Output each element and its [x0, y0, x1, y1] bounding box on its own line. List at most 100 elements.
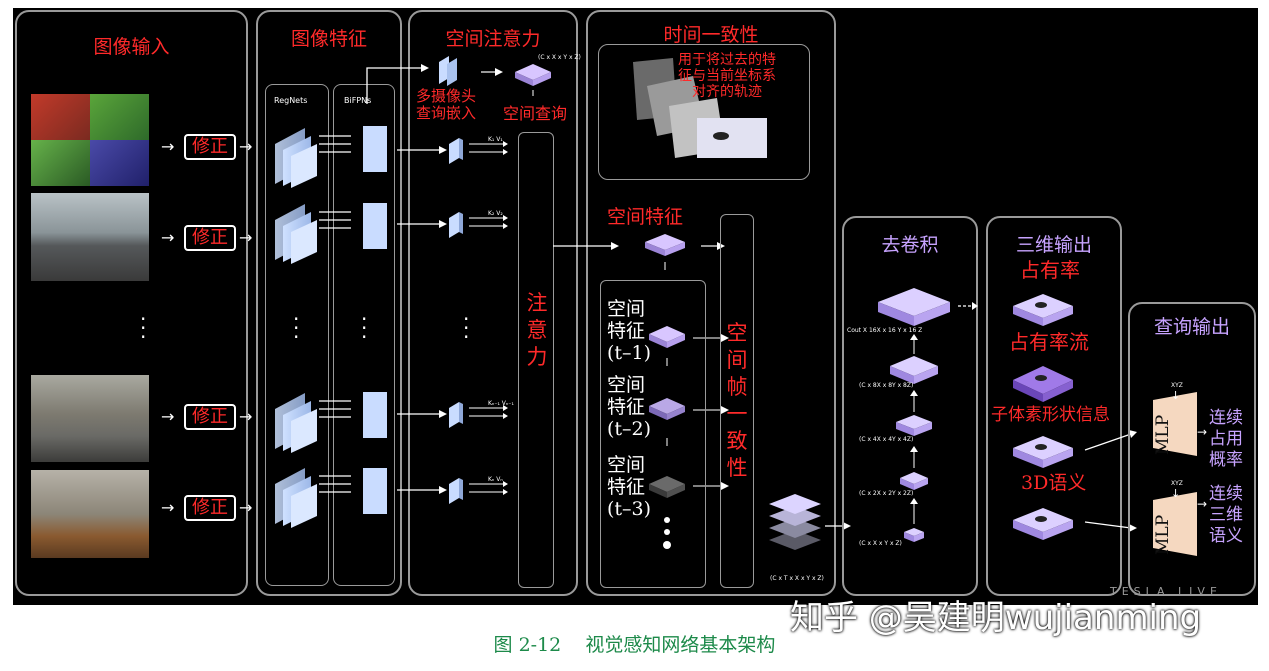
panel-image-features: 图像特征 — [256, 10, 402, 596]
output-volume-occupancy — [1013, 294, 1073, 326]
frame-consistency-column — [720, 214, 754, 588]
panel-title-spatial-attention: 空间注意力 — [445, 28, 541, 50]
kv-label: Kₙ Vₙ — [488, 476, 503, 483]
arrow-right-icon: → — [161, 137, 175, 156]
deconv-volume — [900, 472, 928, 490]
bifpn-block — [363, 126, 387, 172]
history-label-t1: 空间 特征 (t–1) — [607, 298, 651, 364]
key-value-block-icon — [449, 138, 459, 164]
regnet-column — [265, 84, 329, 586]
occupancy-label: 占有率 — [1020, 258, 1080, 282]
bifpn-block — [363, 203, 387, 249]
frame-consistency-char: 空 — [726, 321, 748, 345]
spatial-feature-label: 空间特征 — [607, 206, 684, 228]
ellipsis-dots: ··· — [361, 307, 368, 349]
attention-graphics — [366, 56, 551, 504]
attention-char: 注 — [526, 291, 548, 315]
panel-title-image-input: 图像输入 — [93, 36, 170, 58]
attention-char: 力 — [526, 345, 548, 369]
rectify-box: 修正 — [184, 225, 236, 251]
panel-title-image-features: 图像特征 — [290, 28, 367, 50]
output-volume-subvoxel — [1013, 436, 1073, 468]
camera-image-street-bus — [31, 193, 149, 281]
panel-query-output: 查询输出 — [1128, 302, 1256, 596]
deconv-volume — [896, 415, 932, 436]
frame-consistency-char: 性 — [726, 456, 748, 480]
arrow-right-icon: → — [161, 228, 175, 247]
deconv-dims-label: Cout X 16X x 16 Y x 16 Z — [847, 327, 923, 334]
panel-title-temporal-consistency: 时间一致性 — [663, 24, 759, 46]
regnet-block — [275, 468, 317, 528]
arrow-right-icon: → — [1197, 497, 1208, 511]
continuous-occupancy-label: 连续 占用 概率 — [1209, 408, 1243, 470]
history-label-t2: 空间 特征 (t–2) — [607, 374, 651, 440]
key-value-block-icon — [449, 402, 459, 428]
key-value-block-icon — [449, 212, 459, 238]
ellipsis-dots: ··· — [140, 307, 147, 349]
history-line: 特征 — [607, 320, 646, 342]
figure-caption: 图 2-12 视觉感知网络基本架构 — [493, 634, 776, 656]
subvoxel-shape-label: 子体素形状信息 — [991, 405, 1110, 425]
mlp-block — [1153, 392, 1197, 456]
regnet-block — [275, 128, 317, 188]
attention-column — [518, 132, 554, 588]
stack-dims-label: (C x T x X x Y x Z) — [770, 575, 824, 582]
deconv-dims-label: (C x 2X x 2Y x 2Z) — [859, 490, 914, 497]
camera-image-street-crossing — [31, 375, 149, 462]
xyz-label: XYZ — [1171, 480, 1183, 487]
arrow-right-icon: → — [161, 498, 175, 517]
history-line: (t–2) — [607, 418, 652, 440]
deconv-volume — [890, 356, 938, 384]
bifpn-column — [333, 84, 395, 586]
arrow-down-icon: ↓ — [1171, 389, 1181, 402]
frame-consistency-char: 一 — [726, 402, 748, 426]
regnet-block — [275, 393, 317, 453]
frame-consistency-char: 致 — [726, 429, 748, 453]
continuous-semantics-label: 连续 三维 语义 — [1209, 484, 1243, 546]
query-dims-label: (C x X x Y x Z) — [538, 54, 581, 61]
deconv-volume — [904, 528, 924, 542]
deconv-dims-label: (C x X x Y x Z) — [859, 540, 902, 547]
output-volume-semantics — [1013, 508, 1073, 540]
kv-label: Kₙ₋₁ Vₙ₋₁ — [488, 400, 514, 407]
spatial-query-label: 空间查询 — [503, 104, 568, 123]
regnet-label: RegNets — [274, 96, 308, 105]
watermark: 知乎 @吴建明wujianming — [790, 598, 1202, 638]
mlp-block — [1153, 492, 1197, 556]
frame-consistency-char: 间 — [726, 348, 748, 372]
frame-consistency-char: 帧 — [726, 375, 748, 399]
kv-label: K₂ V₂ — [488, 210, 503, 217]
history-subpanel — [600, 280, 706, 588]
attention-vertical-label: 注 意 力 — [524, 290, 550, 371]
diagram-canvas: 图像输入 ··· → 修正 → → 修正 → → 修正 → → 修正 → 图像特… — [13, 8, 1258, 605]
mlp-label: MLP — [1153, 514, 1173, 555]
history-line: 特征 — [607, 396, 646, 418]
arrow-right-icon: → — [1197, 425, 1208, 439]
semantics-3d-label: 3D语义 — [1021, 472, 1087, 494]
arrow-down-icon: ↓ — [1171, 487, 1181, 500]
attention-char: 意 — [526, 318, 548, 342]
history-line: 空间 — [607, 298, 646, 320]
mlp-trapezoids — [1153, 392, 1197, 556]
output-volume-flow — [1013, 366, 1073, 402]
ellipsis-dots: ··· — [463, 307, 470, 349]
feature-blocks — [275, 126, 387, 528]
mlp-label: MLP — [1153, 414, 1173, 455]
camera-query-embed-icon — [439, 56, 449, 84]
arrow-right-icon: → — [239, 498, 253, 517]
arrow-right-icon: → — [239, 137, 253, 156]
history-line: 空间 — [607, 454, 646, 476]
panel-image-input: 图像输入 — [15, 10, 248, 596]
tesla-live-mark: TESLA LIVE — [1110, 585, 1222, 598]
camera-image-construction — [31, 470, 149, 558]
arrow-right-icon: → — [239, 228, 253, 247]
rectify-box: 修正 — [184, 404, 236, 430]
trajectory-graphic — [633, 58, 767, 158]
panel-spatial-attention: 空间注意力 — [408, 10, 578, 596]
history-line: 空间 — [607, 374, 646, 396]
rectify-box: 修正 — [184, 495, 236, 521]
panel-deconv: 去卷积 — [842, 216, 978, 596]
panel-temporal-consistency: 时间一致性 — [586, 10, 836, 596]
key-value-block-icon — [449, 478, 459, 504]
rectify-box: 修正 — [184, 134, 236, 160]
